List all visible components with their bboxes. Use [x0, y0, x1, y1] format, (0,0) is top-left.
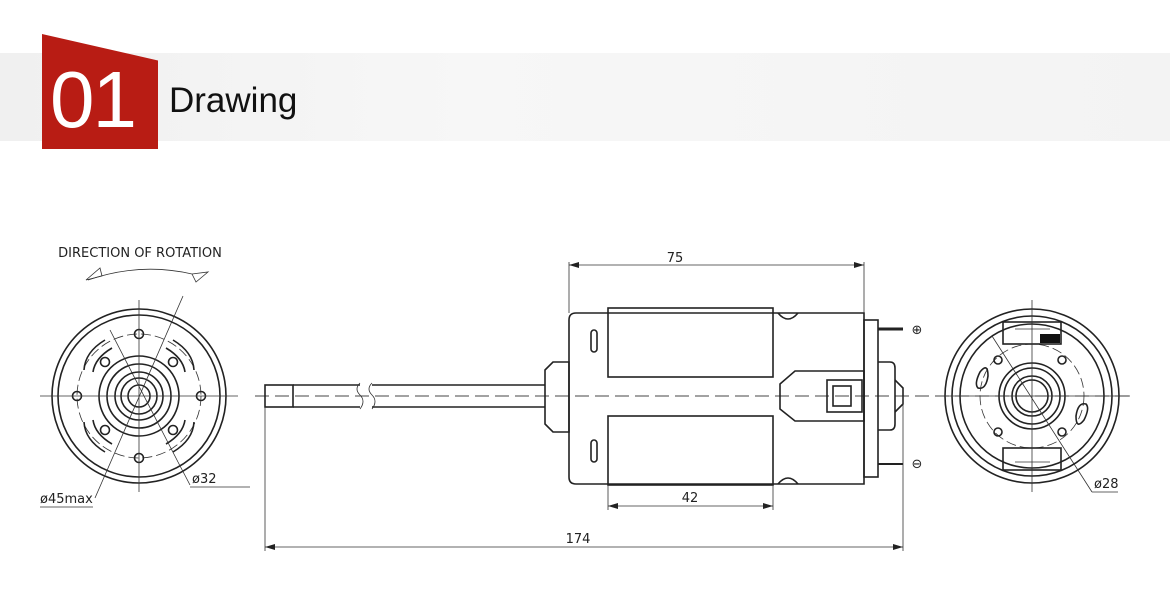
- outer-diameter-label: ø45max: [40, 492, 93, 507]
- header-band: [0, 53, 1170, 141]
- positive-terminal-icon: ⊕: [912, 323, 923, 338]
- magnet-length-dimension: 42: [682, 491, 699, 506]
- motor-side-view: ⊕ ⊖ 75 42 174: [264, 251, 923, 551]
- rotation-arrow-icon: [87, 268, 193, 281]
- rotation-label: DIRECTION OF ROTATION: [58, 246, 222, 261]
- section-number: 01: [50, 55, 137, 144]
- front-end-view: DIRECTION OF ROTATION ø45max ø32: [40, 246, 250, 508]
- section-title: Drawing: [169, 81, 298, 120]
- rear-end-view: ø28: [944, 300, 1130, 493]
- pitch-diameter-label: ø32: [192, 472, 217, 487]
- rear-diameter-label: ø28: [1094, 477, 1119, 492]
- body-length-dimension: 75: [667, 251, 684, 266]
- total-length-dimension: 174: [566, 532, 591, 547]
- negative-terminal-icon: ⊖: [912, 457, 923, 472]
